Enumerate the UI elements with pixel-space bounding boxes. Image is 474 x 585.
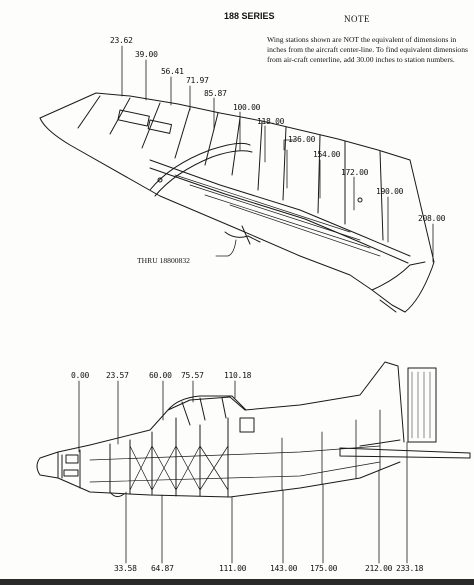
- fuselage-station-leaders: [78, 380, 408, 564]
- fuselage-station-label: 111.00: [219, 564, 247, 573]
- wing-station-label: 172.00: [341, 168, 369, 177]
- wing-station-label: 56.41: [161, 67, 184, 76]
- wing-station-leaders: [121, 45, 434, 263]
- fuselage-station-label: 110.18: [224, 371, 252, 380]
- note-heading: NOTE: [344, 14, 370, 24]
- wing-station-label: 39.00: [135, 50, 158, 59]
- series-title: 188 SERIES: [224, 11, 275, 21]
- wing-station-label: 154.00: [313, 150, 341, 159]
- fuselage-station-label: 33.58: [114, 564, 137, 573]
- wing-station-label: 190.00: [376, 187, 404, 196]
- fuselage-station-label: 60.00: [149, 371, 172, 380]
- wing-outline: [39, 92, 435, 313]
- note-text: Wing stations shown are NOT the equivale…: [267, 35, 468, 64]
- fuselage-outline: [36, 361, 471, 498]
- wing-station-label: 208.00: [418, 214, 446, 223]
- fuselage-station-label: 75.57: [181, 371, 204, 380]
- wing-station-label: 23.62: [110, 36, 133, 45]
- wing-station-label: 118.00: [257, 117, 285, 126]
- thru-serial-label: THRU 18800832: [137, 256, 190, 265]
- scan-bottom-border: [0, 579, 474, 585]
- fuselage-station-label: 212.00: [365, 564, 393, 573]
- fuselage-station-label: 175.00: [310, 564, 338, 573]
- fuselage-station-label: 143.00: [270, 564, 298, 573]
- wing-station-label: 136.00: [288, 135, 316, 144]
- wing-station-label: 100.00: [233, 103, 261, 112]
- wing-station-label: 71.97: [186, 76, 209, 85]
- fuselage-station-label: 233.18: [396, 564, 424, 573]
- fuselage-station-label: 0.00: [71, 371, 90, 380]
- fuselage-station-label: 23.57: [106, 371, 129, 380]
- fuselage-station-label: 64.87: [151, 564, 174, 573]
- wing-station-label: 85.87: [204, 89, 227, 98]
